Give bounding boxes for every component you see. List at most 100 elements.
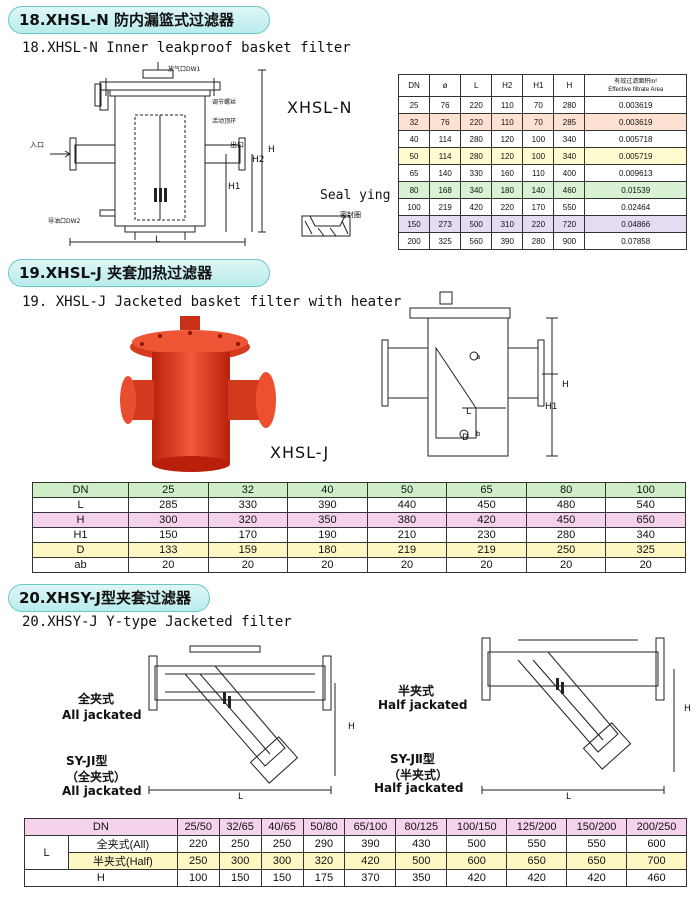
table-cell: 550 [566,835,627,853]
table-cell: 0.04866 [584,215,687,233]
table-row-label: L [32,497,129,513]
table-cell: 0.005718 [584,130,687,148]
table-cell: 25 [397,96,431,114]
dim-H2: H2 [252,155,265,165]
table-header-cell: 200/250 [626,818,687,836]
table-cell: 420 [506,869,568,887]
table-header-cell: H [553,74,586,97]
basket-filter-drawing [50,62,266,246]
table-cell: 550 [506,835,568,853]
table-cell: 350 [395,869,448,887]
table-cell: 80 [397,181,431,199]
table-cell: 420 [344,852,397,870]
table-cell: 0.02464 [584,198,687,216]
label-vent: 放气口DW1 [168,66,201,73]
table-header-cell: H2 [491,74,524,97]
table-cell: 650 [506,852,568,870]
table-cell: 159 [207,542,289,558]
table-cell: 220 [460,113,493,131]
table-cell: 180 [491,181,524,199]
table-cell: 330 [207,497,289,513]
table-cell: 65 [446,482,527,498]
table-cell: 150 [397,215,431,233]
table-cell: 380 [366,512,448,528]
table-cell: 76 [429,113,462,131]
table-cell: 220 [460,96,493,114]
section-20-heading: 20.XHSY-J型夹套过滤器 [8,584,210,612]
table-cell: 140 [429,164,462,182]
table-cell: 340 [553,147,586,165]
table-cell: 430 [395,835,448,853]
table-cell: 320 [302,852,346,870]
table-cell: 540 [605,497,686,513]
section-18-heading: 18.XHSL-N 防内漏篮式过滤器 [8,6,270,34]
y-filter-half-jacketed-drawing [481,637,675,794]
table-cell: 325 [429,232,462,250]
table-cell: 300 [128,512,209,528]
table-cell: 390 [344,835,397,853]
label-adjust: 调节螺丝 [212,99,237,106]
table-cell: 76 [429,96,462,114]
table-cell: 219 [429,198,462,216]
jacketed-filter-photo [120,316,276,472]
table-cell: 460 [553,181,586,199]
table-cell: 450 [525,512,607,528]
table-cell: 80 [525,482,607,498]
dim-L: L [155,235,161,245]
label-outlet: 出口 [230,141,244,149]
model-xhsl-n: XHSL-N [287,98,353,117]
seal-ring-icon [301,215,351,237]
dim20-L-left: L [238,792,244,802]
section-18-subtitle: 18.XHSL-N Inner leakproof basket filter [22,40,351,56]
table-cell: 180 [287,542,368,558]
label-half-cn: 半夹式 [398,684,435,698]
table-header-cell: 40/65 [260,818,304,836]
dim20-L-right: L [566,792,572,802]
table-cell: 550 [553,198,586,216]
label-sy1: SY-JⅠ型 [66,754,108,768]
dim19-a: a [476,353,481,361]
table-cell: 340 [605,527,686,543]
table-cell: 220 [522,215,555,233]
label-drain: 导油口DW2 [48,218,81,225]
section-19-heading-text: 19.XHSL-J 夹套加热过滤器 [19,264,213,282]
table-cell: 150 [128,527,209,543]
table-cell: 120 [491,130,524,148]
table-cell: 300 [260,852,304,870]
table-header-cell: 150/200 [566,818,627,836]
table-cell: 480 [525,497,607,513]
table-cell: 500 [395,852,448,870]
table-cell: 290 [302,835,346,853]
table-cell: 168 [429,181,462,199]
table-cell: 25 [128,482,209,498]
dim19-H1: H1 [545,402,558,412]
table-cell: 32 [207,482,289,498]
table-cell: 100 [522,147,555,165]
table-header-cell: 80/125 [395,818,448,836]
table-row-label: DN [32,482,129,498]
label-sy2-en: Half jackated [374,781,464,795]
table-cell: 285 [128,497,209,513]
table-cell: 114 [429,130,462,148]
table-cell: 190 [287,527,368,543]
table-cell: 650 [605,512,686,528]
table-cell: 20 [525,557,607,573]
table-cell: 280 [553,96,586,114]
dim19-L: L [466,407,472,417]
table-cell: 140 [522,181,555,199]
table-cell: 114 [429,147,462,165]
dim20-H-right: H [684,704,691,714]
table-cell: 390 [491,232,524,250]
table-cell: 150 [218,869,262,887]
table-cell: 0.003619 [584,96,687,114]
